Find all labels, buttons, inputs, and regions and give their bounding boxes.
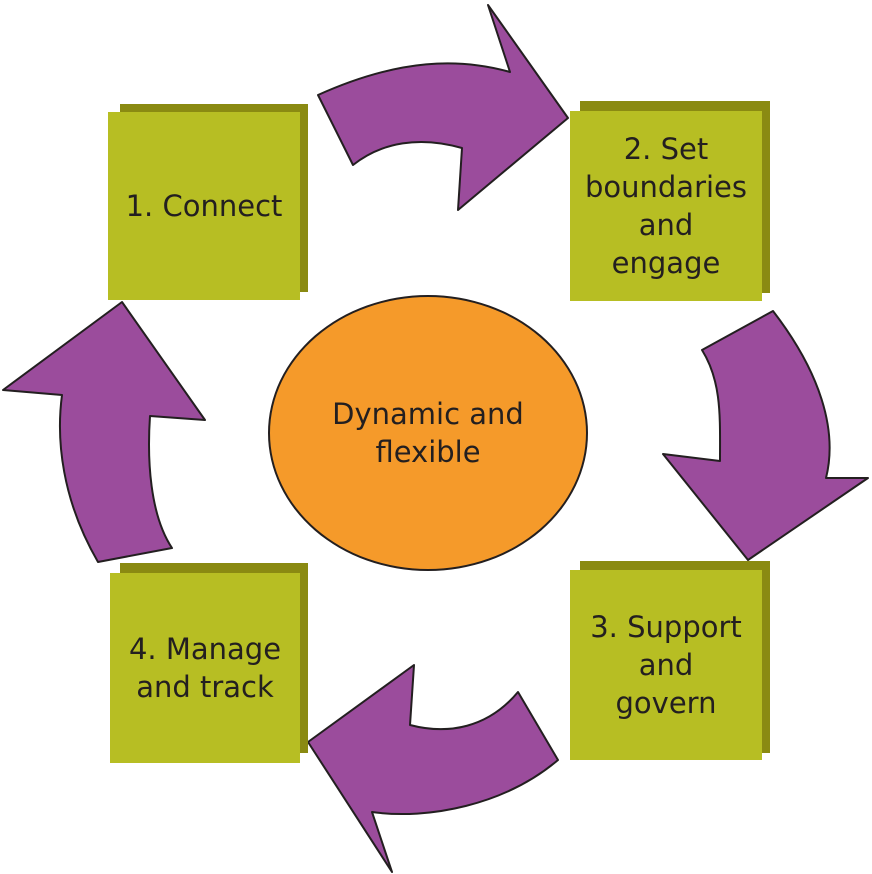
arrow-connect-to-boundaries [317,4,569,211]
arrow-support-to-manage [307,664,559,873]
step-4-box: 4. Manage and track [110,573,300,763]
step-1-box: 1. Connect [108,112,300,300]
step-2-label: 2. Set boundaries and engage [584,132,748,280]
step-1-label: 1. Connect [125,189,283,223]
center-label: Dynamic and flexible [332,397,524,469]
arrow-boundaries-to-support [662,310,869,561]
step-3-box: 3. Support and govern [570,570,762,760]
arrow-manage-to-connect [2,301,206,563]
step-2-box: 2. Set boundaries and engage [570,111,762,301]
step-4-label: 4. Manage and track [128,632,282,704]
center-circle: Dynamic and flexible [268,295,588,571]
step-3-label: 3. Support and govern [590,610,742,720]
